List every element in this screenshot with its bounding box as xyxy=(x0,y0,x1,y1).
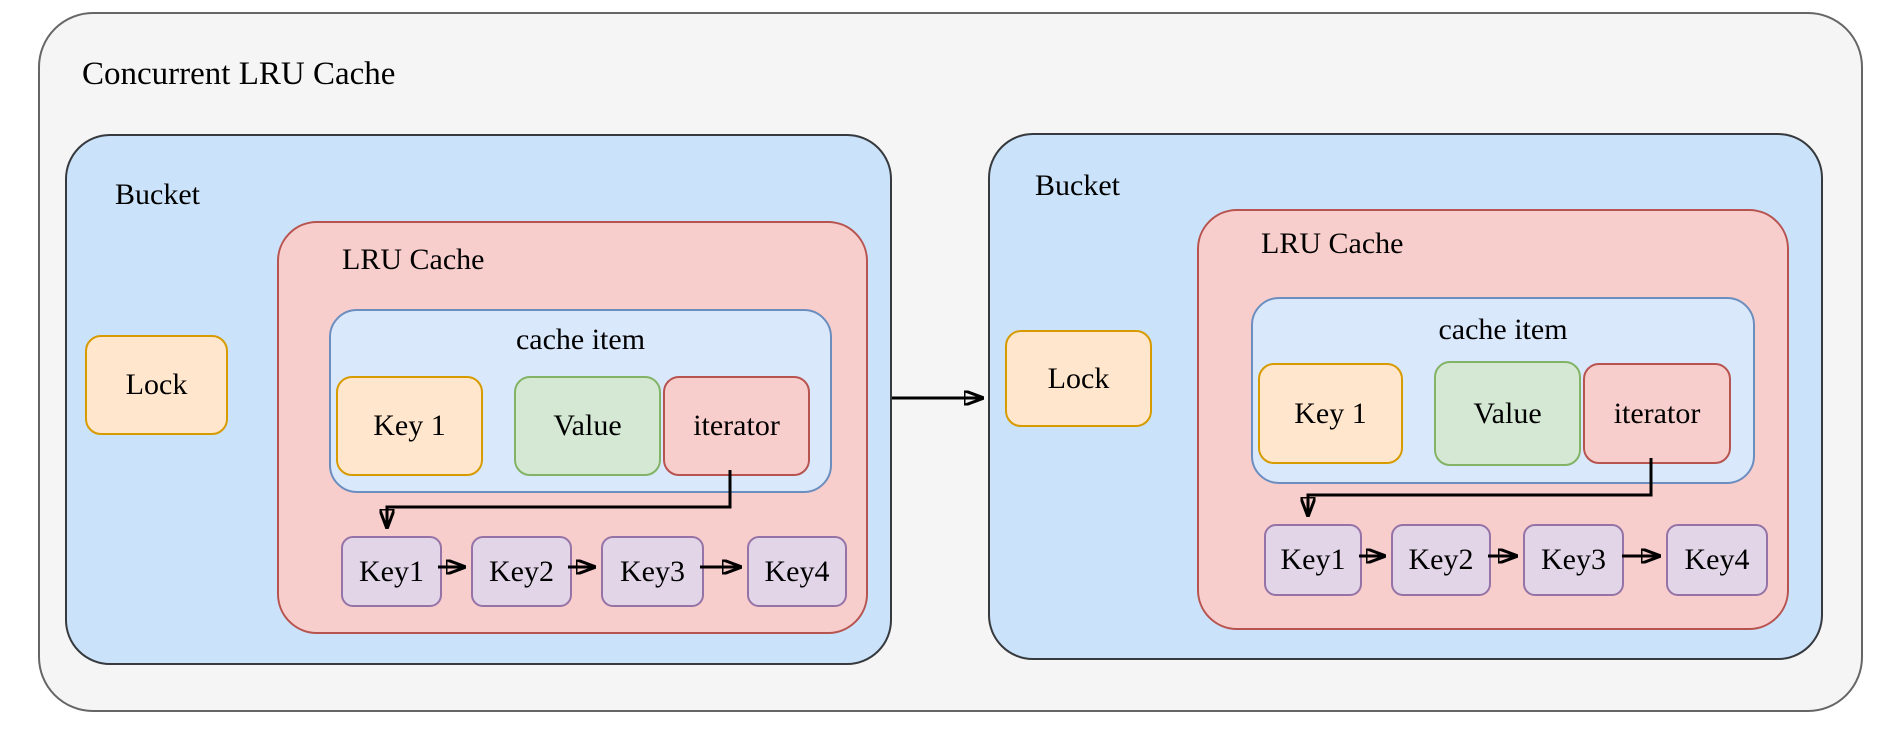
bucket-2-lru-cache-label: LRU Cache xyxy=(1261,227,1404,260)
bucket-2-label: Bucket xyxy=(1035,169,1120,202)
bucket-2-keychain-node-4: Key4 xyxy=(1666,524,1768,596)
bucket-1-value-field-label: Value xyxy=(553,409,622,442)
bucket-1-lock: Lock xyxy=(85,335,228,435)
bucket-1-keychain-node-2: Key2 xyxy=(471,536,572,607)
bucket-2-lock-label: Lock xyxy=(1047,361,1110,395)
bucket-2-keychain-node-4-label: Key4 xyxy=(1684,543,1750,576)
bucket-1-keychain-node-4: Key4 xyxy=(747,536,847,607)
bucket-1-keychain-node-4-label: Key4 xyxy=(764,554,830,588)
bucket-2: Bucket Lock LRU Cache cache item Key 1 V… xyxy=(988,133,1823,660)
bucket-1-keychain-node-1: Key1 xyxy=(341,536,442,607)
bucket-1-keychain-node-2-label: Key2 xyxy=(489,554,554,588)
bucket-2-keychain-node-1-label: Key1 xyxy=(1280,543,1346,576)
diagram-title: Concurrent LRU Cache xyxy=(82,56,396,92)
bucket-2-value-field-label: Value xyxy=(1473,396,1542,430)
bucket-1-label: Bucket xyxy=(115,178,200,211)
bucket-1-lru-cache-label: LRU Cache xyxy=(342,243,485,276)
bucket-1-keychain-node-1-label: Key1 xyxy=(359,554,424,588)
bucket-1-iterator-field-label: iterator xyxy=(693,409,780,442)
bucket-1-keychain-node-3-label: Key3 xyxy=(620,554,685,588)
bucket-2-keychain-node-2: Key2 xyxy=(1391,524,1491,596)
bucket-2-cache-item-label: cache item xyxy=(1438,313,1568,346)
bucket-2-keychain-node-3-label: Key3 xyxy=(1541,543,1606,576)
bucket-1-cache-item-label: cache item xyxy=(515,323,646,356)
bucket-1-cache-item-value-field: Value xyxy=(514,376,661,476)
bucket-1-cache-item-iterator-field: iterator xyxy=(663,376,810,476)
bucket-2-keychain-node-2-label: Key2 xyxy=(1408,543,1474,576)
bucket-2-key-field-label: Key 1 xyxy=(1294,396,1367,430)
bucket-2-cache-item-iterator-field: iterator xyxy=(1583,363,1731,464)
bucket-1-lru-cache: LRU Cache cache item Key 1 Value iterato… xyxy=(277,221,868,634)
bucket-1: Bucket Lock LRU Cache cache item Key 1 V… xyxy=(65,134,892,665)
bucket-2-cache-item-value-field: Value xyxy=(1434,361,1581,466)
bucket-1-keychain-node-3: Key3 xyxy=(601,536,704,607)
bucket-1-cache-item-key-field: Key 1 xyxy=(336,376,483,476)
bucket-2-lock: Lock xyxy=(1005,330,1152,427)
bucket-2-keychain-node-3: Key3 xyxy=(1523,524,1624,596)
bucket-2-cache-item-key-field: Key 1 xyxy=(1258,363,1403,464)
bucket-2-cache-item: cache item Key 1 Value iterator xyxy=(1251,297,1755,484)
bucket-1-cache-item: cache item Key 1 Value iterator xyxy=(329,309,832,493)
bucket-2-iterator-field-label: iterator xyxy=(1613,396,1701,430)
bucket-1-lock-label: Lock xyxy=(125,368,188,401)
bucket-2-lru-cache: LRU Cache cache item Key 1 Value iterato… xyxy=(1197,209,1789,630)
bucket-1-key-field-label: Key 1 xyxy=(373,409,446,442)
bucket-2-keychain-node-1: Key1 xyxy=(1264,524,1362,596)
